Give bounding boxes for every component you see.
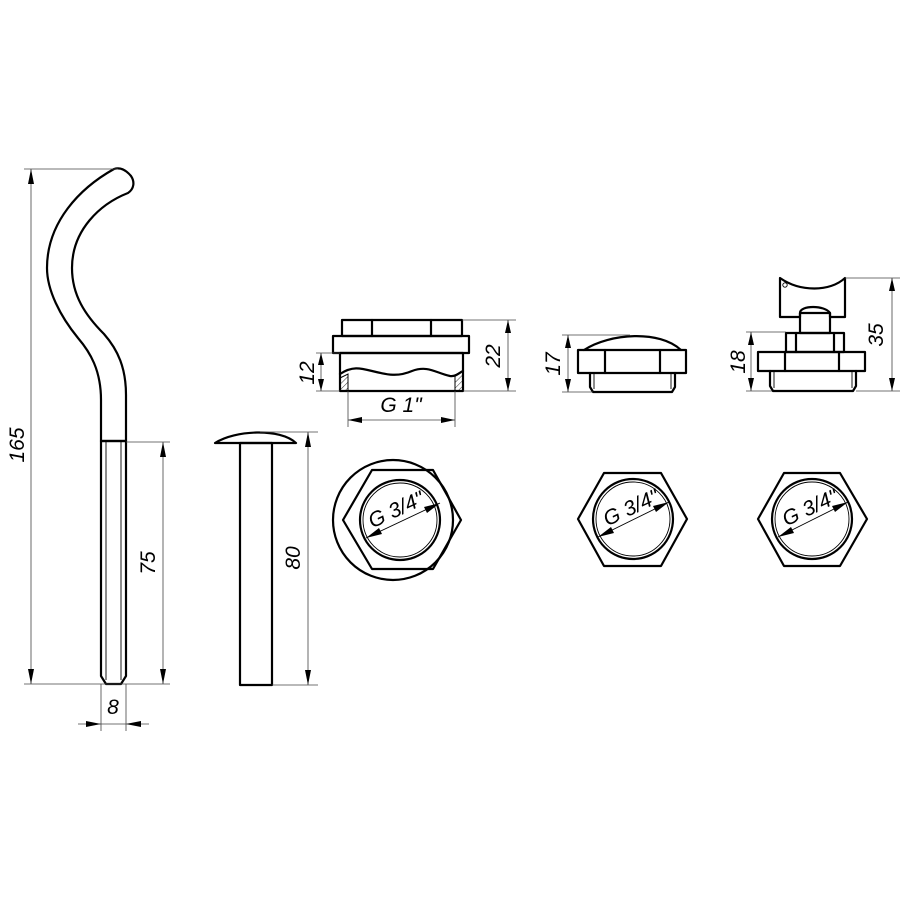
plug-g1-side: 12 22 G 1" bbox=[296, 318, 516, 427]
dim-g1: G 1" bbox=[380, 394, 423, 417]
dim-12: 12 bbox=[296, 361, 319, 385]
pin-head bbox=[213, 431, 298, 445]
plug-g1-top: G 3/4" bbox=[331, 458, 463, 582]
dome bbox=[582, 335, 683, 352]
hook-key-part: 165 75 8 bbox=[6, 167, 170, 731]
dim-g34-c: G 3/4" bbox=[779, 485, 843, 531]
dim-18: 18 bbox=[727, 350, 750, 374]
t-handle bbox=[778, 276, 847, 319]
dim-17: 17 bbox=[542, 351, 565, 376]
dim-35: 35 bbox=[865, 323, 888, 347]
pin-shaft bbox=[238, 441, 274, 687]
blind-plug-side: 17 bbox=[542, 334, 688, 394]
dim-75: 75 bbox=[137, 551, 160, 575]
blind-plug-top: G 3/4" bbox=[576, 471, 689, 568]
hook-rod bbox=[99, 439, 128, 686]
dim-80: 80 bbox=[282, 546, 305, 570]
dim-8: 8 bbox=[107, 696, 119, 719]
hook-outline bbox=[45, 167, 135, 443]
vent-plug-side: 18 35 bbox=[727, 276, 900, 393]
dim-22: 22 bbox=[482, 344, 505, 369]
break-line bbox=[338, 367, 465, 378]
pin-part: 80 bbox=[213, 431, 318, 687]
vent-plug-top: G 3/4" bbox=[756, 471, 869, 568]
dim-165: 165 bbox=[6, 427, 29, 462]
dim-g34-b: G 3/4" bbox=[600, 485, 664, 531]
